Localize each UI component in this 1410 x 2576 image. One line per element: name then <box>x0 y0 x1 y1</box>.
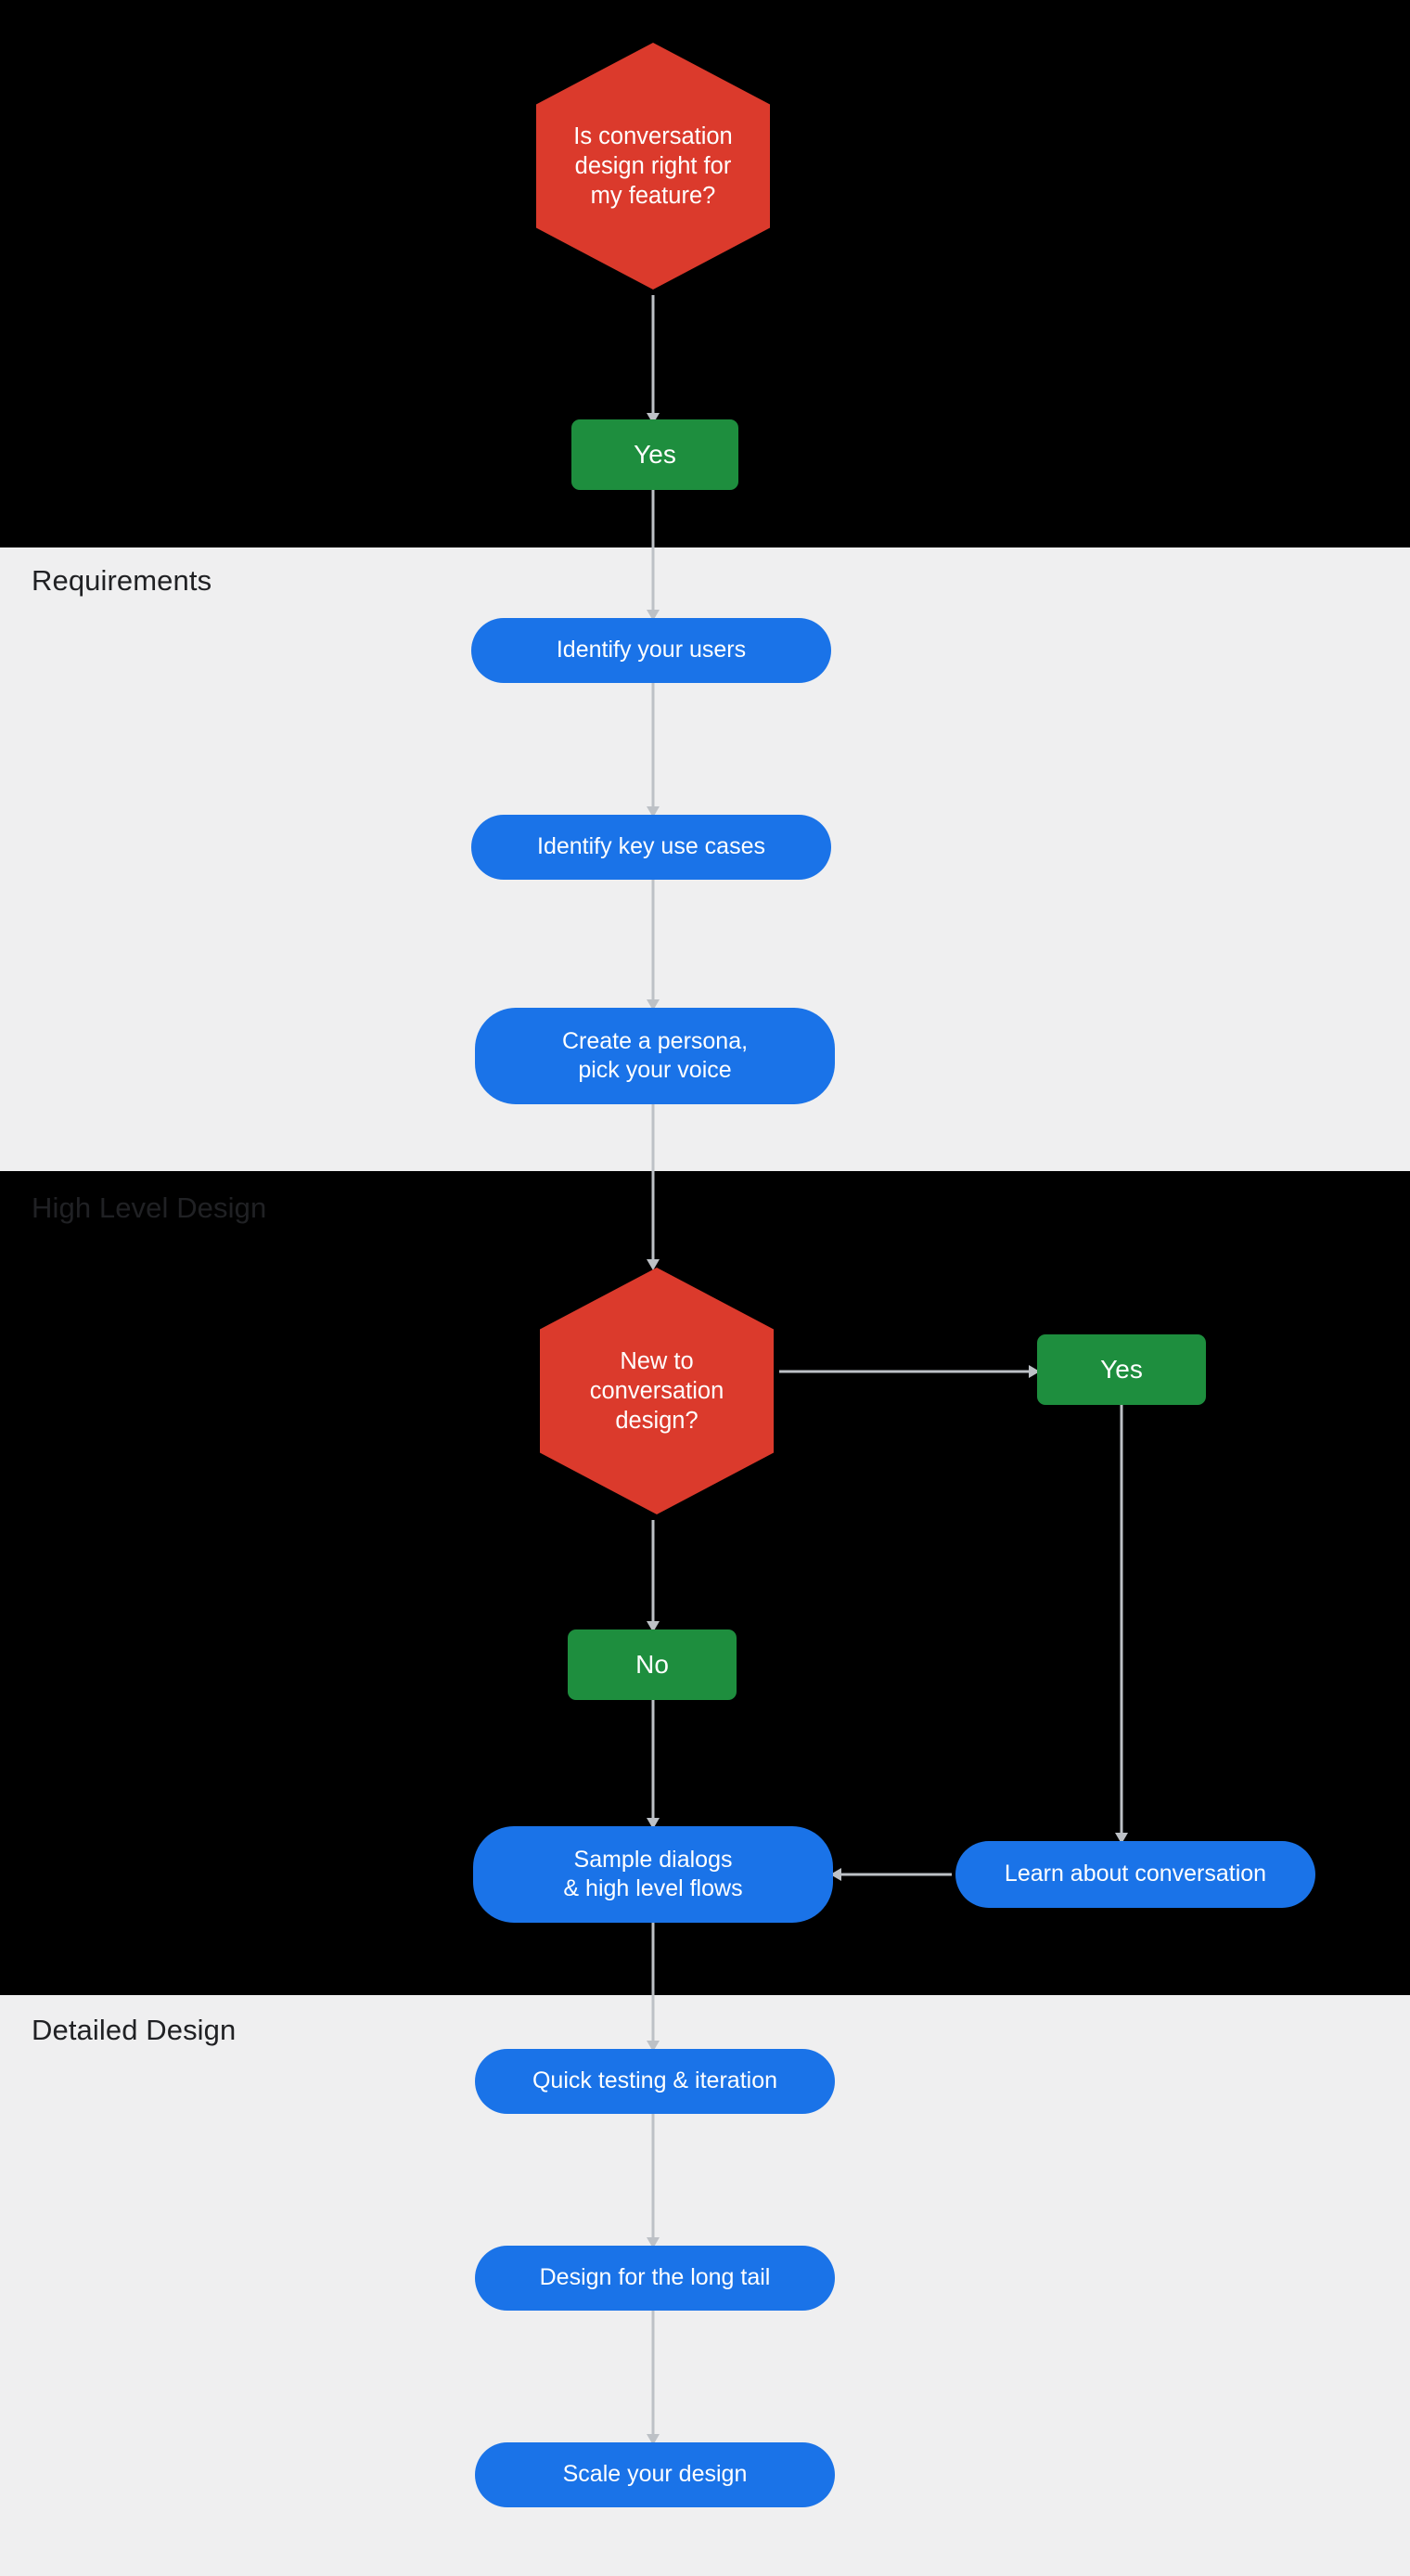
step-identify-key-use-cases[interactable]: Identify key use cases <box>471 815 831 880</box>
node-line: Sample dialogs <box>573 1846 733 1873</box>
node-line: design? <box>615 1408 699 1435</box>
answer-yes-feature[interactable]: Yes <box>571 419 738 490</box>
node-line: Create a persona, <box>561 1027 749 1054</box>
band-label-requirements: Requirements <box>32 564 212 597</box>
step-design-for-the-long-tail[interactable]: Design for the long tail <box>475 2246 835 2311</box>
node-line: No <box>635 1650 669 1680</box>
step-identify-your-users[interactable]: Identify your users <box>471 618 831 683</box>
node-line: Quick testing & iteration <box>532 2067 777 2094</box>
node-line: conversation <box>589 1377 724 1404</box>
step-learn-about-conversation[interactable]: Learn about conversation <box>955 1841 1315 1908</box>
node-line: Yes <box>634 440 676 470</box>
band-label-high-level-design: High Level Design <box>32 1191 267 1224</box>
node-line: Is conversation <box>573 122 733 149</box>
answer-no-new-to-cd[interactable]: No <box>568 1629 737 1700</box>
step-scale-your-design[interactable]: Scale your design <box>475 2442 835 2507</box>
node-line: Identify your users <box>556 637 747 663</box>
answer-yes-new-to-cd[interactable]: Yes <box>1037 1334 1206 1405</box>
band-label-detailed-design: Detailed Design <box>32 2014 237 2046</box>
node-line: Design for the long tail <box>539 2264 771 2291</box>
step-quick-testing-and-iteration[interactable]: Quick testing & iteration <box>475 2049 835 2114</box>
node-line: design right for <box>574 152 732 179</box>
node-line: pick your voice <box>578 1057 732 1083</box>
node-line: Identify key use cases <box>537 833 765 860</box>
node-line: Yes <box>1100 1355 1143 1385</box>
decision-new-to-conversation-design[interactable]: New to conversation design? <box>540 1268 774 1514</box>
step-create-a-persona[interactable]: Create a persona, pick your voice <box>475 1008 835 1104</box>
node-line: & high level flows <box>563 1875 743 1901</box>
decision-is-conversation-design-right[interactable]: Is conversation design right for my feat… <box>536 43 770 290</box>
node-line: Learn about conversation <box>1004 1861 1267 1887</box>
node-line: New to <box>620 1347 694 1374</box>
node-line: my feature? <box>590 183 716 210</box>
node-line: Scale your design <box>562 2461 748 2488</box>
step-sample-dialogs-and-high-level-flows[interactable]: Sample dialogs & high level flows <box>473 1826 833 1923</box>
